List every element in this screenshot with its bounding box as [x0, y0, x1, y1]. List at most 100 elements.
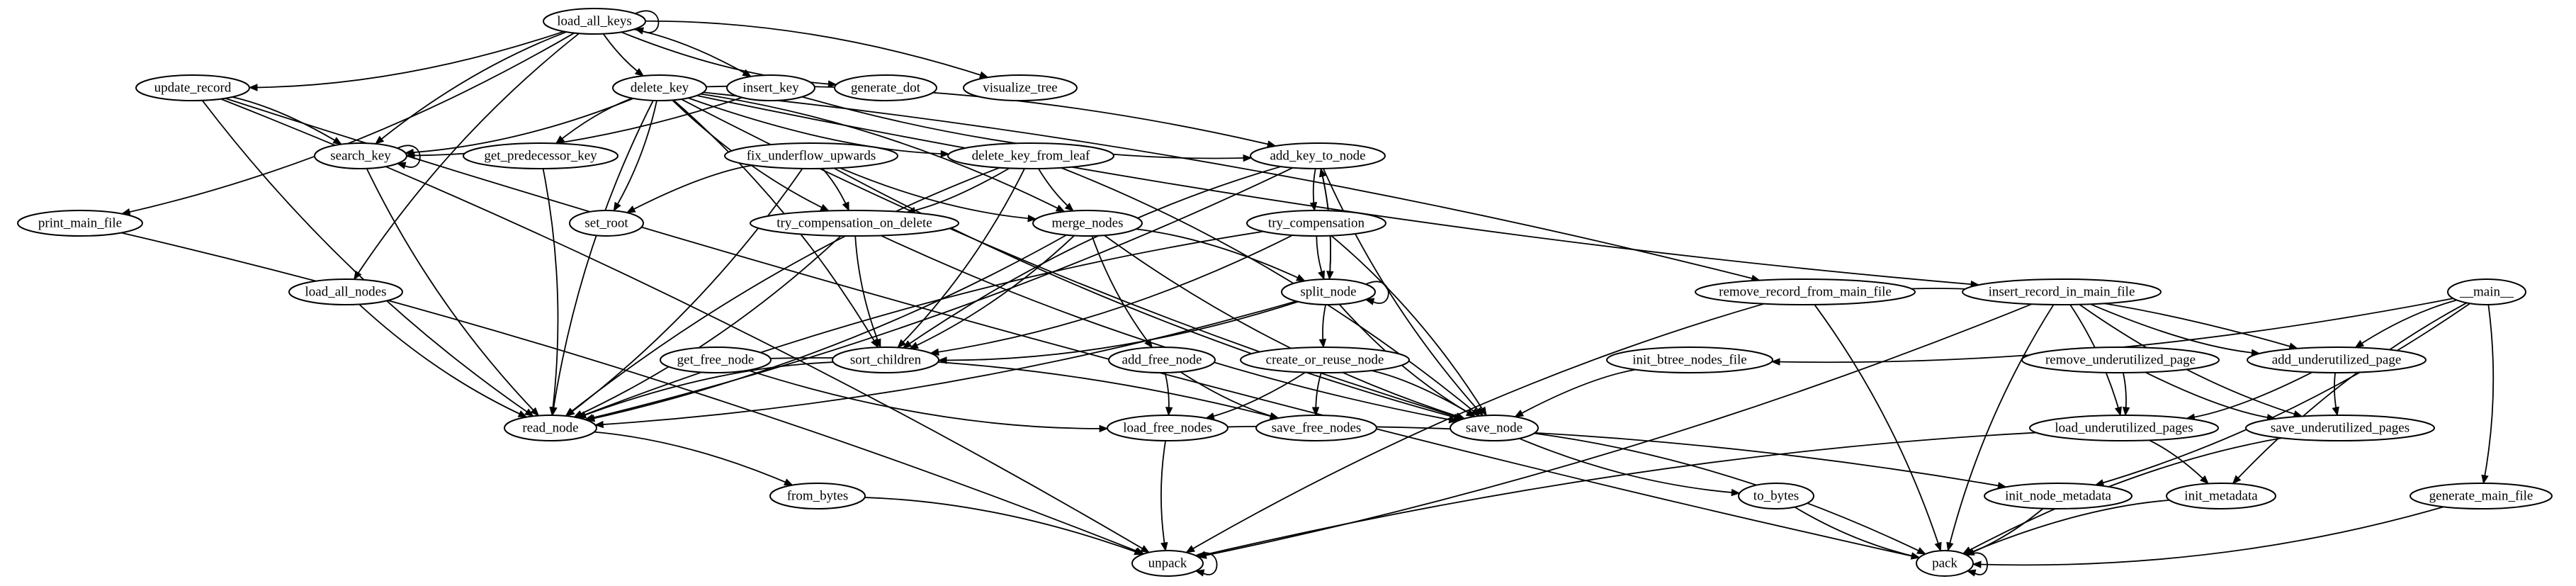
edge-arrowhead	[2114, 406, 2122, 417]
node-generate-main-file: generate_main_file	[2410, 483, 2553, 509]
edge-line	[2186, 371, 2313, 419]
edge-arrowhead	[1946, 541, 1954, 552]
node-shape	[504, 415, 597, 441]
edge-arrowhead	[902, 340, 913, 349]
edge-arrowhead	[1160, 541, 1168, 552]
node-label: merge_nodes	[1052, 216, 1124, 231]
edge-line	[2355, 299, 2458, 349]
node-shape	[834, 74, 937, 101]
edge-line	[1965, 499, 2170, 556]
node-to-bytes: to_bytes	[1738, 483, 1814, 509]
node-shape	[1738, 483, 1814, 509]
node-load-all-nodes: load_all_nodes	[288, 278, 403, 305]
edge-line	[1371, 370, 1476, 417]
node-shape	[1250, 142, 1386, 169]
node-shape	[314, 142, 407, 169]
node-label: generate_dot	[851, 81, 921, 96]
edge-split-node-to-split-node	[1365, 281, 1389, 305]
node-shape	[750, 210, 959, 237]
node-load-free-nodes: load_free_nodes	[1107, 415, 1228, 441]
edge-arrowhead	[1972, 560, 1982, 568]
node-init-metadata: init_metadata	[2166, 483, 2276, 509]
node-insert-record-in-main-file: insert_record_in_main_file	[1962, 278, 2162, 305]
edge-sort-children-to-read-node	[577, 361, 834, 419]
edge-arrowhead	[2481, 474, 2489, 485]
edge-arrowhead	[530, 407, 540, 417]
node-label: save_node	[1466, 421, 1523, 436]
edge-line	[595, 300, 1297, 426]
node-shape	[569, 210, 644, 237]
node-fix-underflow-upwards: fix_underflow_upwards	[724, 142, 898, 169]
edge-arrowhead	[874, 338, 881, 349]
node-get-free-node: get_free_node	[660, 346, 772, 373]
edge-line	[688, 97, 949, 155]
edge-try-compensation-to-save-node	[1331, 235, 1487, 417]
edge-line	[366, 168, 539, 417]
edge-line	[1091, 235, 1153, 348]
edge-load-all-keys-to-load-all-nodes	[354, 33, 580, 281]
edge-delete-key-from-leaf-to-read-node	[565, 167, 1000, 417]
node-shape	[1131, 550, 1204, 577]
node-try-compensation-on-delete: try_compensation_on_delete	[750, 210, 959, 237]
edge-fix-underflow-upwards-to-set-root	[626, 164, 753, 213]
edge-arrowhead	[248, 84, 258, 91]
node-label: insert_record_in_main_file	[1989, 285, 2135, 300]
node-label: fix_underflow_upwards	[747, 149, 876, 164]
edge-arrowhead	[634, 68, 645, 77]
node-shape	[1450, 415, 1539, 441]
edge-insert-key-to-search-key	[405, 96, 742, 159]
node-shape	[612, 74, 707, 101]
node-label: init_btree_nodes_file	[1632, 353, 1746, 368]
edge-search-key-to-search-key	[396, 145, 421, 169]
edge-load-underutilized-pages-to-init-metadata	[2149, 439, 2209, 485]
edge-merge-nodes-to-sort-children	[909, 235, 1075, 349]
node-label: generate_main_file	[2429, 489, 2533, 504]
node-create-or-reuse-node: create_or_reuse_node	[1240, 346, 1410, 373]
node-shape	[463, 142, 618, 169]
edge-arrowhead	[1099, 424, 1109, 433]
node-save-free-nodes: save_free_nodes	[1255, 415, 1377, 441]
edge-line	[201, 100, 534, 417]
edge-line	[1365, 281, 1389, 304]
edge-line	[909, 235, 1075, 349]
edge-fix-underflow-upwards-to-try-compensation-on-delete	[822, 168, 849, 212]
edge-main-to-generate-main-file	[2481, 304, 2495, 485]
edge-arrowhead	[517, 410, 528, 418]
edge-line	[555, 97, 633, 145]
edge-arrowhead	[1934, 541, 1942, 552]
node-set-root: set_root	[569, 210, 644, 237]
edge-line	[586, 234, 1067, 421]
edge-line	[1534, 432, 1926, 555]
node-get-predecessor-key: get_predecessor_key	[463, 142, 618, 169]
edge-line	[1197, 432, 2037, 558]
edge-arrowhead	[827, 80, 837, 88]
edge-arrowhead	[2122, 407, 2130, 417]
edge-line	[397, 145, 421, 168]
edge-arrowhead	[565, 407, 575, 417]
edge-line	[577, 361, 834, 419]
node-label: load_all_nodes	[305, 285, 386, 300]
edge-line	[551, 100, 654, 416]
edge-insert-record-in-main-file-to-pack	[1946, 304, 2055, 552]
node-shape	[2245, 415, 2435, 441]
edge-add-key-to-node-to-sort-children	[902, 166, 1282, 349]
edge-generate-main-file-to-pack	[1972, 506, 2444, 568]
edge-main-to-init-metadata	[2232, 302, 2467, 485]
edge-merge-nodes-to-add-free-node	[1091, 235, 1153, 349]
node-add-underutilized-page: add_underutilized_page	[2247, 346, 2427, 373]
node-shape	[660, 346, 772, 373]
edge-arrowhead	[396, 162, 407, 169]
edge-line	[2090, 303, 2260, 354]
edge-line	[2145, 371, 2276, 419]
node-label: __main__	[2459, 285, 2514, 300]
node-sort-children: sort_children	[832, 346, 939, 373]
node-delete-key: delete_key	[612, 74, 707, 101]
edge-load-all-keys-to-insert-key	[633, 28, 752, 77]
node-visualize-tree: visualize_tree	[963, 74, 1078, 101]
node-label: sort_children	[850, 353, 922, 368]
edge-line	[1160, 440, 1167, 551]
edge-arrowhead	[1365, 298, 1375, 305]
edge-split-node-to-read-node	[594, 300, 1297, 429]
edge-to-bytes-to-pack	[1794, 506, 1921, 560]
